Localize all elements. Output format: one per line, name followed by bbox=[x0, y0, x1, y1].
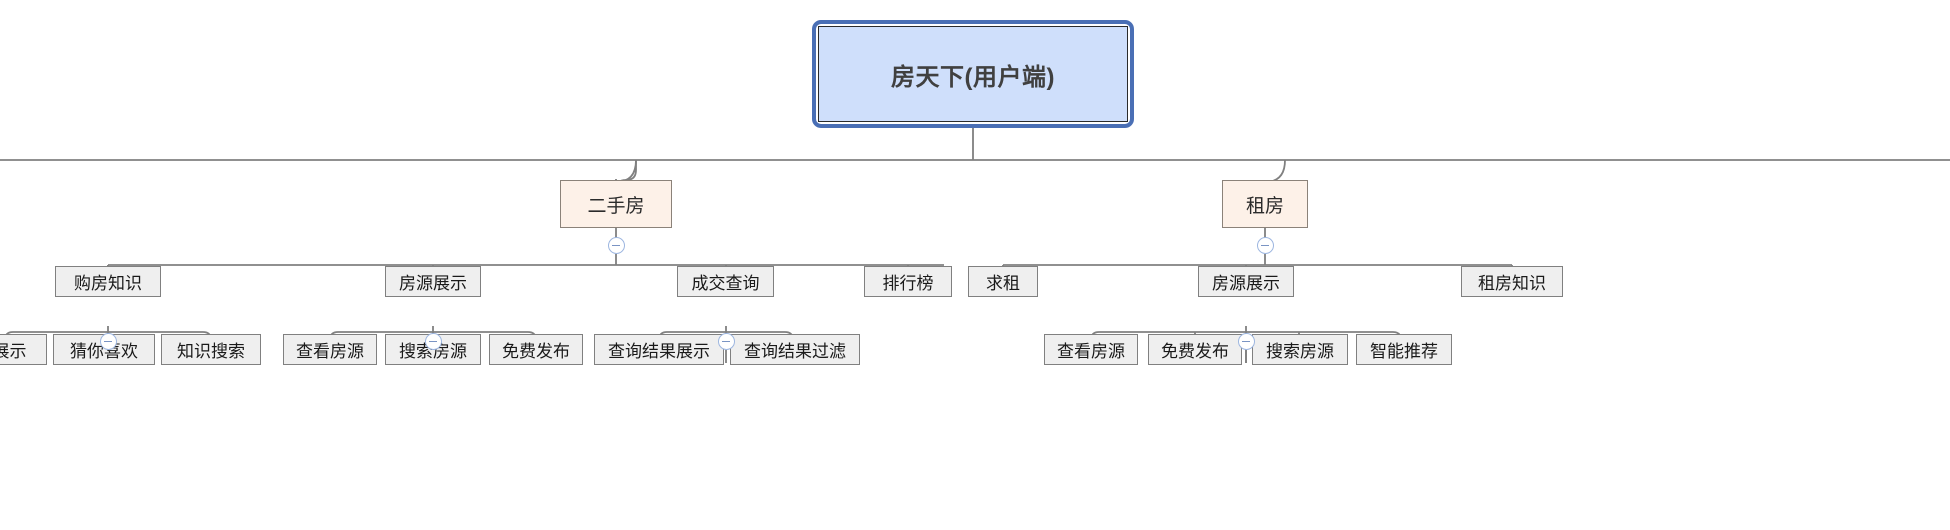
node-sousuofangyuan-zufang[interactable]: 搜索房源 bbox=[1252, 334, 1348, 365]
minus-icon bbox=[612, 244, 620, 247]
node-mianfeifabu-zufang[interactable]: 免费发布 bbox=[1148, 334, 1242, 365]
node-fangyuanzhanshi-ershoufang[interactable]: 房源展示 bbox=[385, 266, 481, 297]
node-zhishisousuo[interactable]: 知识搜索 bbox=[161, 334, 261, 365]
node-ershoufang[interactable]: 二手房 bbox=[560, 180, 672, 228]
node-goufangzhishi[interactable]: 购房知识 bbox=[55, 266, 161, 297]
node-zhanshi[interactable]: 展示 bbox=[0, 334, 47, 365]
minus-icon bbox=[104, 340, 112, 343]
node-zufang[interactable]: 租房 bbox=[1222, 180, 1308, 228]
edge-rail-to-ershoufang bbox=[615, 159, 637, 183]
minus-icon bbox=[722, 340, 730, 343]
node-chakanfangyuan-ershoufang[interactable]: 查看房源 bbox=[283, 334, 377, 365]
node-zhinengtuijian[interactable]: 智能推荐 bbox=[1356, 334, 1452, 365]
node-chakanfangyuan-zufang[interactable]: 查看房源 bbox=[1044, 334, 1138, 365]
collapse-toggle-chengjiaochaxun[interactable] bbox=[717, 333, 735, 350]
node-zufangzhishi[interactable]: 租房知识 bbox=[1461, 266, 1563, 297]
node-fangyuanzhanshi-zufang[interactable]: 房源展示 bbox=[1198, 266, 1294, 297]
minus-icon bbox=[429, 340, 437, 343]
collapse-toggle-fangyuanzhanshi-ershoufang[interactable] bbox=[424, 333, 442, 350]
collapse-toggle-zufang[interactable] bbox=[1256, 237, 1274, 254]
minus-icon bbox=[1261, 244, 1269, 247]
node-chaxunjieguoguolv[interactable]: 查询结果过滤 bbox=[730, 334, 860, 365]
collapse-toggle-ershoufang[interactable] bbox=[607, 237, 625, 254]
minus-icon bbox=[1242, 340, 1250, 343]
node-paihangbang[interactable]: 排行榜 bbox=[864, 266, 952, 297]
node-chengjiaochaxun[interactable]: 成交查询 bbox=[677, 266, 774, 297]
node-chaxunjieguozhanshi[interactable]: 查询结果展示 bbox=[594, 334, 724, 365]
node-root[interactable]: 房天下(用户端) bbox=[818, 26, 1128, 122]
collapse-toggle-goufangzhishi[interactable] bbox=[99, 333, 117, 350]
node-qiuzu[interactable]: 求租 bbox=[968, 266, 1038, 297]
edge-rail-to-zufang bbox=[1264, 159, 1286, 183]
node-mianfeifabu-ershoufang[interactable]: 免费发布 bbox=[489, 334, 583, 365]
root-selection-ring bbox=[812, 20, 1134, 128]
collapse-toggle-fangyuanzhanshi-zufang[interactable] bbox=[1237, 333, 1255, 350]
